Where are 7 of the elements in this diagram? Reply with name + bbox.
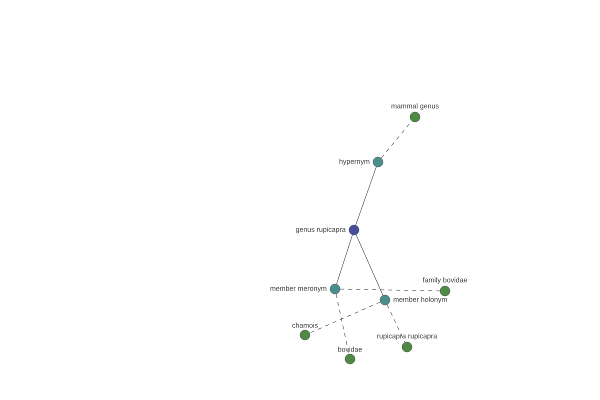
connector [356, 234, 384, 296]
connector [336, 234, 353, 284]
dashed-connector [336, 294, 350, 354]
dashed-connector [310, 302, 380, 334]
connector [355, 166, 377, 226]
dashed-connector [340, 288, 440, 292]
dashed-connector [386, 304, 406, 343]
